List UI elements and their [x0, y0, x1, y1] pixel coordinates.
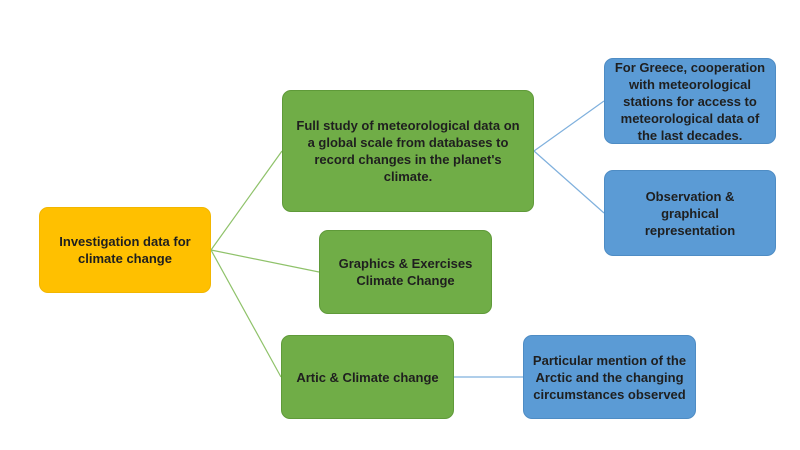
node-full-study: Full study of meteorological data on a g…: [282, 90, 534, 212]
connector-study-to-greece: [533, 100, 605, 152]
node-observation-label: Observation & graphical representation: [644, 188, 736, 238]
node-greece-cooperation-label: For Greece, cooperation with meteorologi…: [614, 59, 766, 143]
node-full-study-label: Full study of meteorological data on a g…: [296, 118, 520, 184]
node-graphics-exercises-label: Graphics & Exercises Climate Change: [338, 256, 473, 288]
node-arctic-mention-label: Particular mention of the Arctic and the…: [532, 352, 687, 402]
connector-root-to-arctic: [210, 249, 282, 378]
node-artic-climate-change: Artic & Climate change: [281, 335, 454, 419]
connector-study-to-observation: [533, 150, 605, 214]
node-investigation-data: Investigation data for climate change: [39, 207, 211, 293]
node-observation: Observation & graphical representation: [604, 170, 776, 256]
connector-root-to-study: [210, 150, 283, 251]
node-graphics-exercises: Graphics & Exercises Climate Change: [319, 230, 492, 314]
node-greece-cooperation: For Greece, cooperation with meteorologi…: [604, 58, 776, 144]
connector-root-to-graphics: [210, 249, 320, 273]
node-investigation-data-label: Investigation data for climate change: [59, 234, 191, 266]
node-artic-climate-change-label: Artic & Climate change: [296, 369, 439, 385]
node-arctic-mention: Particular mention of the Arctic and the…: [523, 335, 696, 419]
